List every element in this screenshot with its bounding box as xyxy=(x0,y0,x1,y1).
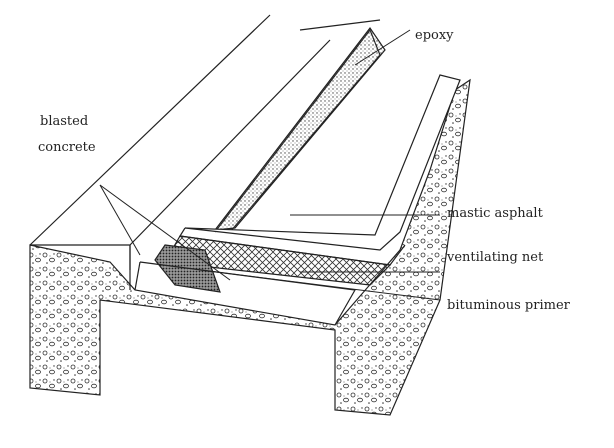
epoxy-strip xyxy=(213,26,386,231)
label-blasted: blasted xyxy=(40,114,89,129)
leader-lines xyxy=(99,29,441,301)
mastic-asphalt-layer xyxy=(184,74,461,251)
label-mastic-asphalt: mastic asphalt xyxy=(447,206,543,221)
label-ventilating-net: ventilating net xyxy=(447,250,544,265)
label-bituminous-primer: bituminous primer xyxy=(447,298,570,313)
label-concrete: concrete xyxy=(38,140,96,155)
concrete-base xyxy=(29,78,471,416)
label-epoxy: epoxy xyxy=(415,28,454,43)
